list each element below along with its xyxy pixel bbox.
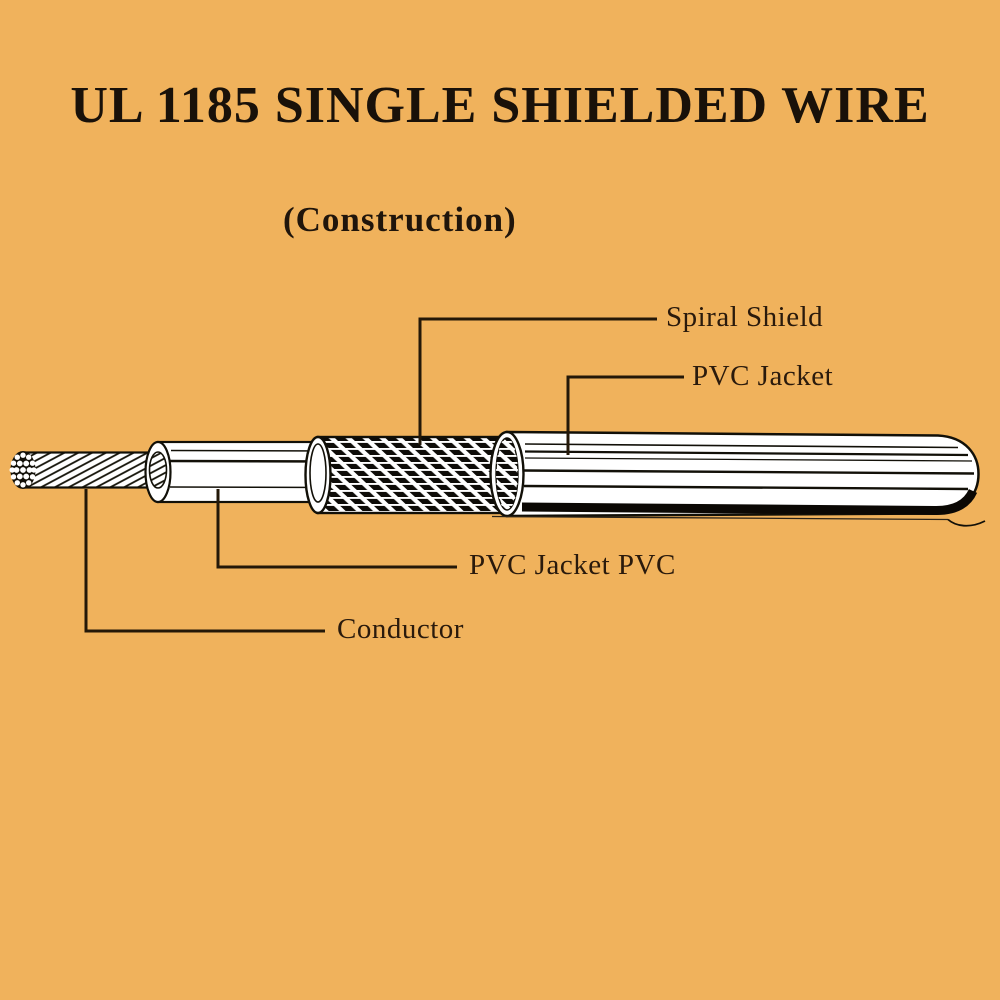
- pvc-jacket-pvc-label: PVC Jacket PVC: [469, 549, 676, 581]
- pvc-jacket-layer: [489, 430, 986, 527]
- conductor-layer: [9, 451, 164, 489]
- callout-lines: [84, 317, 684, 633]
- page-subtitle: (Construction): [283, 200, 517, 239]
- conductor-strand-face: [9, 451, 37, 489]
- spiral-shield-layer: [304, 435, 516, 515]
- conductor-label: Conductor: [337, 613, 464, 645]
- page-title: UL 1185 SINGLE SHIELDED WIRE: [70, 77, 930, 134]
- spiral-shield-label: Spiral Shield: [666, 301, 824, 333]
- pvc-jacket-pvc-callout-line: [216, 489, 457, 569]
- pvc-jacket-label: PVC Jacket: [692, 360, 834, 392]
- jacket-black-stripe: [521, 488, 978, 516]
- spiral-shield-callout-line: [418, 317, 657, 445]
- pvc-jacket-callout-line: [566, 375, 684, 455]
- jacket-end-curl: [947, 518, 986, 527]
- jacket-shadow-line: [491, 515, 949, 521]
- conductor-callout-line: [84, 489, 325, 633]
